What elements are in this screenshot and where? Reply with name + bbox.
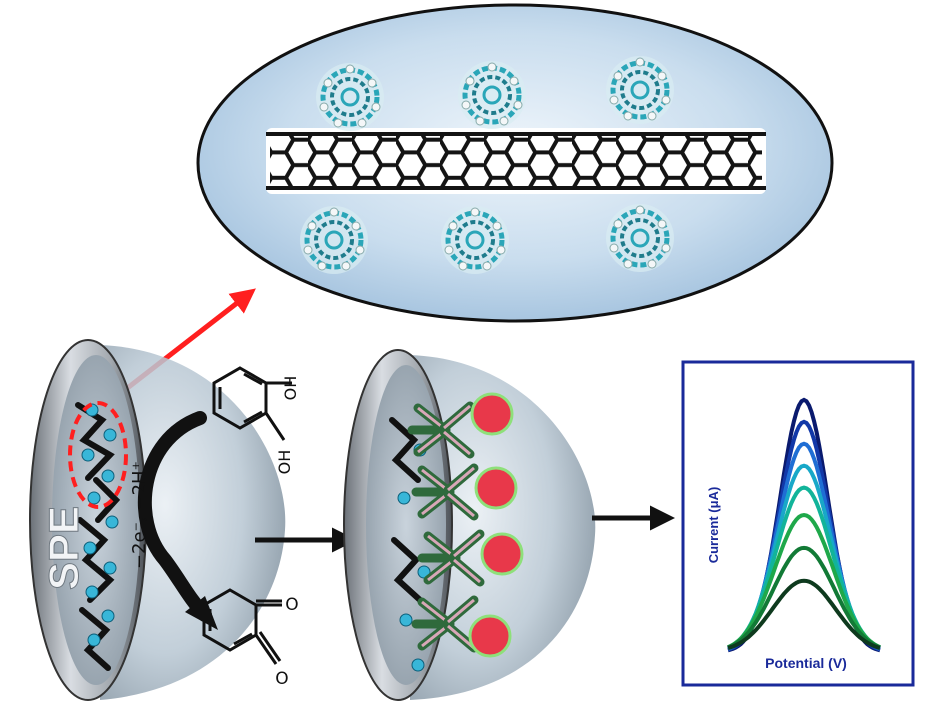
oxidation-reaction: −2e⁻, −2H⁺ OH OH O O [129, 366, 300, 689]
carbonyl-top-label: O [285, 595, 298, 615]
reaction-curved-arrow [137, 411, 212, 622]
quinone-structure [202, 588, 282, 665]
voltammogram-curve-8 [727, 578, 881, 651]
graph-xlabel: Potential (V) [765, 655, 847, 671]
antigen-particles [468, 392, 524, 658]
fullerene-molecule [606, 56, 674, 124]
spe-label: SPE [40, 506, 87, 590]
carbon-nanotube [266, 128, 766, 194]
voltammogram-curves [727, 397, 881, 653]
fullerene-molecule [441, 206, 509, 274]
hydroxyl-bottom-label: OH [275, 450, 294, 475]
voltammogram-curve-6 [727, 512, 881, 650]
catechol-structure [212, 366, 292, 441]
spe-electrode: SPE [29, 339, 286, 701]
fullerene-molecule [606, 204, 674, 272]
carbonyl-bottom-label: O [275, 669, 288, 689]
response-graph: Current (μA) Potential (V) [681, 360, 915, 687]
fullerene-molecule [300, 206, 368, 274]
electron-loss-label: −2e⁻, −2H⁺ [129, 461, 150, 569]
graph-frame [681, 360, 915, 687]
immunosensor-electrode [343, 349, 596, 701]
zoom-bubble [196, 3, 834, 323]
graph-ylabel: Current (μA) [706, 487, 721, 564]
zoom-region-marker [68, 401, 128, 509]
voltammogram-curve-7 [727, 545, 881, 650]
hydroxyl-top-label: OH [281, 376, 300, 401]
modifier-beads [81, 403, 119, 647]
fullerene-molecule [458, 61, 526, 129]
fullerene-molecule [316, 63, 384, 131]
